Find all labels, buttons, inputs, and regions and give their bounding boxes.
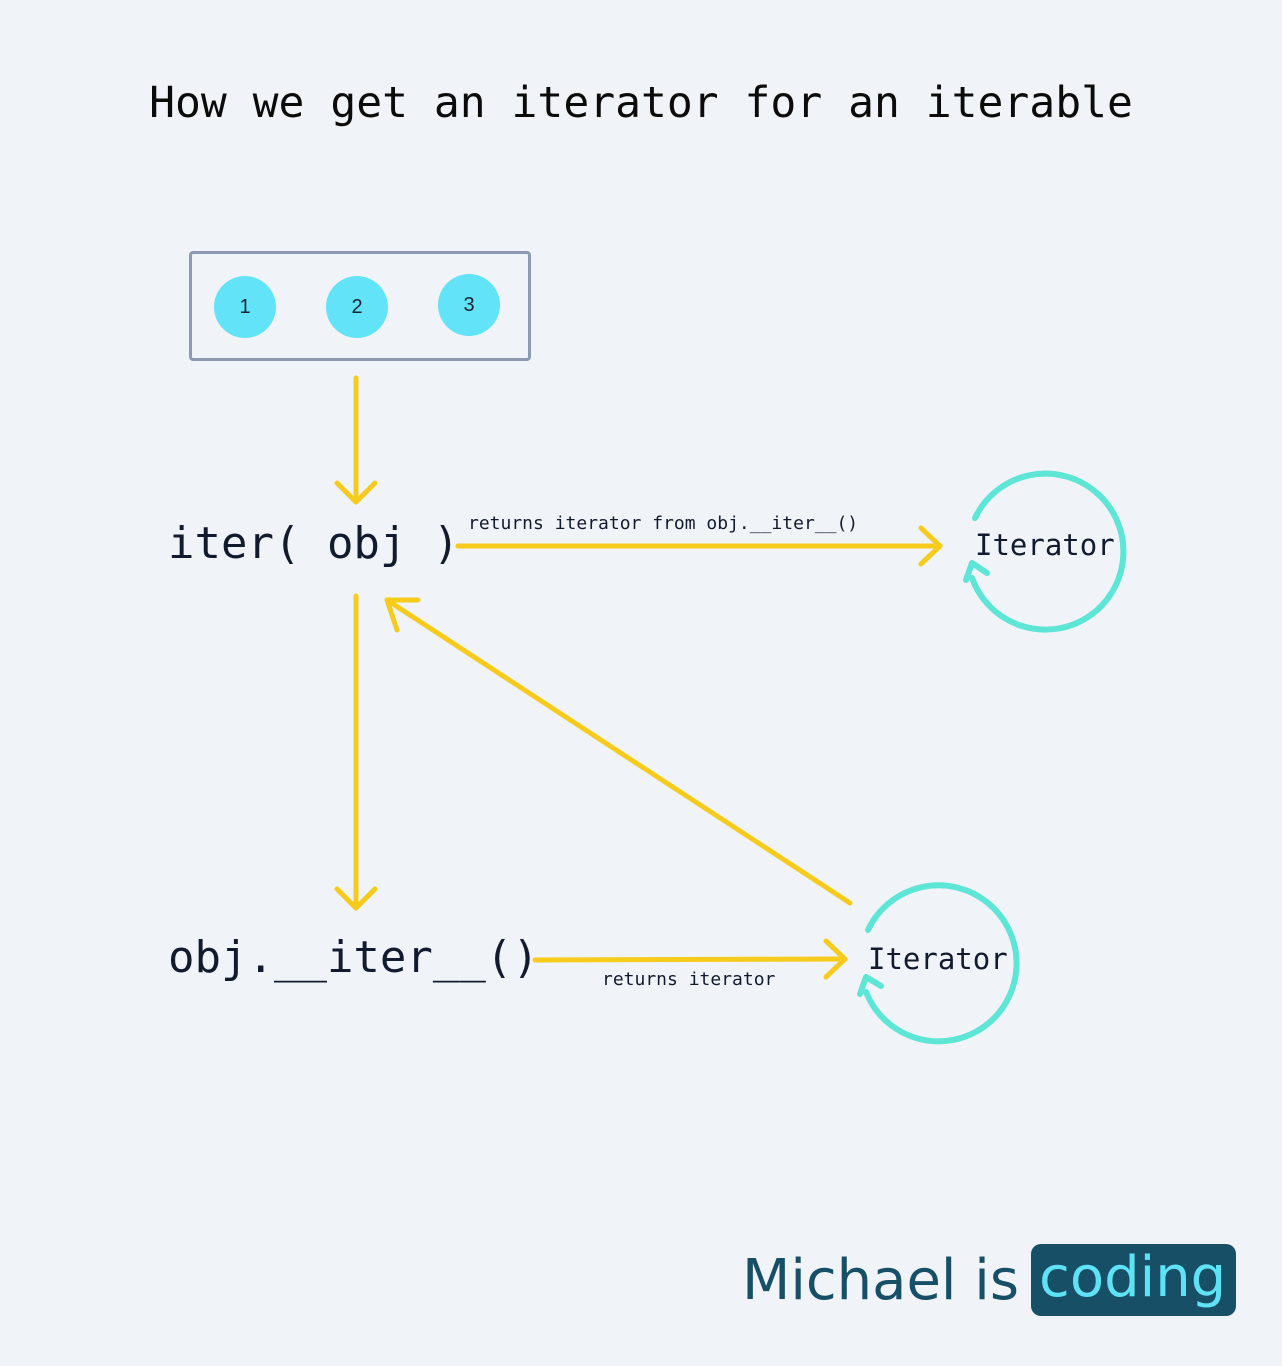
iterable-item: 3 (438, 274, 500, 336)
iterable-box (189, 251, 531, 361)
iterator-node-top: Iterator (975, 528, 1115, 562)
brand-logo: Michael is coding (742, 1244, 1237, 1316)
page-title: How we get an iterator for an iterable (149, 78, 1133, 128)
cycle-icon-bottom (857, 882, 1020, 1045)
arrow-iter-to-iterator (455, 525, 943, 567)
iter-call-node: iter( obj ) (168, 518, 460, 569)
edge-label-iter-returns: returns iterator from obj.__iter__() (468, 513, 859, 534)
arrow-iterator-back-to-iter (384, 597, 853, 906)
brand-name: Michael is (742, 1247, 1020, 1313)
iterable-item: 2 (326, 276, 388, 338)
iterable-item: 1 (214, 276, 276, 338)
arrow-iterable-to-iter (334, 375, 378, 505)
arrow-dunder-to-iterator (532, 938, 848, 980)
dunder-iter-node: obj.__iter__() (168, 932, 539, 983)
iterator-node-bottom: Iterator (868, 942, 1008, 976)
arrow-iter-to-dunder (334, 593, 378, 911)
cycle-icon-top (963, 470, 1127, 633)
edge-label-dunder-returns: returns iterator (602, 969, 776, 990)
brand-highlight: coding (1031, 1244, 1237, 1316)
